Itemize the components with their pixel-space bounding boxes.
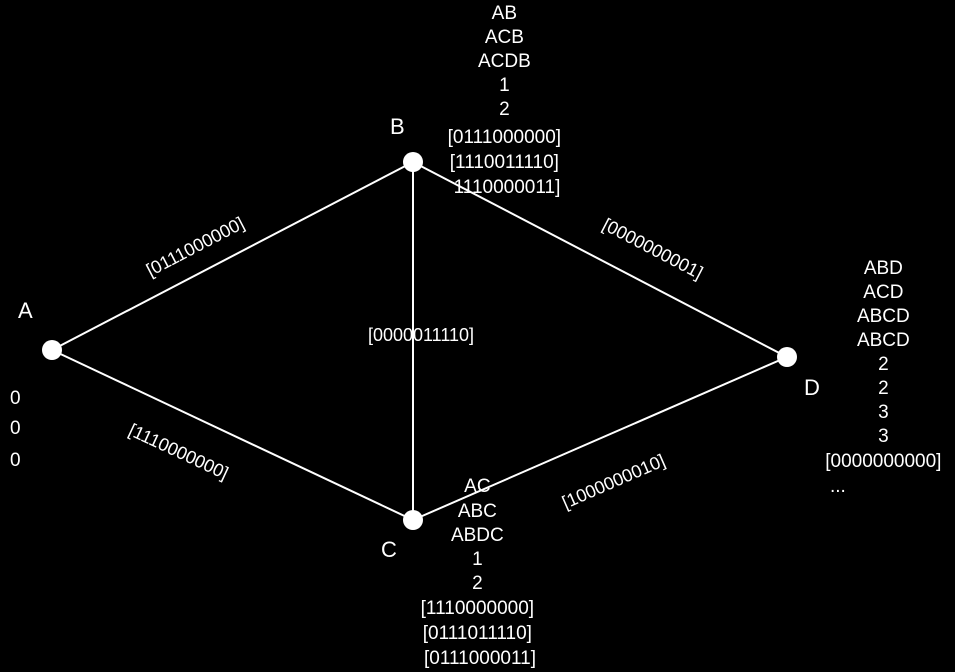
edge-a-c <box>51 349 414 521</box>
info-line: [0111011110] <box>423 623 532 644</box>
info-line: ABCD <box>857 330 910 351</box>
edge-a-c-label: [1110000000] <box>126 420 232 484</box>
info-line: [1110011110] <box>450 152 559 173</box>
node-b-info: AB ACB ACDB 1 2 [0111000000] [1110011110… <box>448 3 567 198</box>
edge-a-b <box>51 161 414 351</box>
info-line: 0 <box>10 418 21 439</box>
info-line: ACDB <box>478 51 531 72</box>
info-line: ... <box>830 476 846 497</box>
edge-b-d <box>412 161 788 358</box>
node-a-info: 0 0 0 <box>10 388 26 471</box>
node-c <box>403 510 423 530</box>
edge-c-d-label: [1000000010] <box>559 450 668 512</box>
info-line: 1 <box>499 75 510 96</box>
info-line: 2 <box>878 378 889 399</box>
node-d-label: D <box>804 375 820 400</box>
edge-a-b-label: [0111000000] <box>143 213 248 280</box>
info-line: 2 <box>499 99 510 120</box>
node-c-label: C <box>381 537 397 562</box>
info-line: 3 <box>878 426 889 447</box>
node-d <box>777 347 797 367</box>
info-line: [1110000000] <box>421 598 534 619</box>
info-line: ABC <box>458 501 497 522</box>
info-line: [0111000011] <box>424 648 536 669</box>
info-line: [0000000000] <box>825 451 941 472</box>
edge-b-d-label: [0000000001] <box>599 214 706 283</box>
info-line: 3 <box>878 402 889 423</box>
info-line: ACD <box>863 282 903 303</box>
info-line: 2 <box>878 354 889 375</box>
node-b <box>403 152 423 172</box>
info-line: 0 <box>10 388 21 409</box>
node-b-label: B <box>390 114 405 139</box>
edge-b-c-label: [0000011110] <box>368 325 474 345</box>
node-a <box>42 340 62 360</box>
info-line: ABCD <box>857 306 910 327</box>
info-line: ABD <box>864 258 903 279</box>
node-d-info: ABD ACD ABCD ABCD 2 2 3 3 [0000000000] .… <box>825 258 947 497</box>
edge-c-d <box>412 356 788 521</box>
info-line: 1 <box>472 549 483 570</box>
info-line: ABDC <box>451 525 504 546</box>
info-line: 0 <box>10 450 21 471</box>
info-line: [0111000000] <box>448 127 561 148</box>
info-line: 2 <box>472 573 483 594</box>
info-line: AC <box>464 476 490 497</box>
node-c-info: AC ABC ABDC 1 2 [1110000000] [0111011110… <box>421 476 540 669</box>
node-a-label: A <box>18 298 33 323</box>
info-line: ACB <box>485 27 524 48</box>
info-line: AB <box>492 3 517 24</box>
info-line: 1110000011] <box>454 177 561 198</box>
